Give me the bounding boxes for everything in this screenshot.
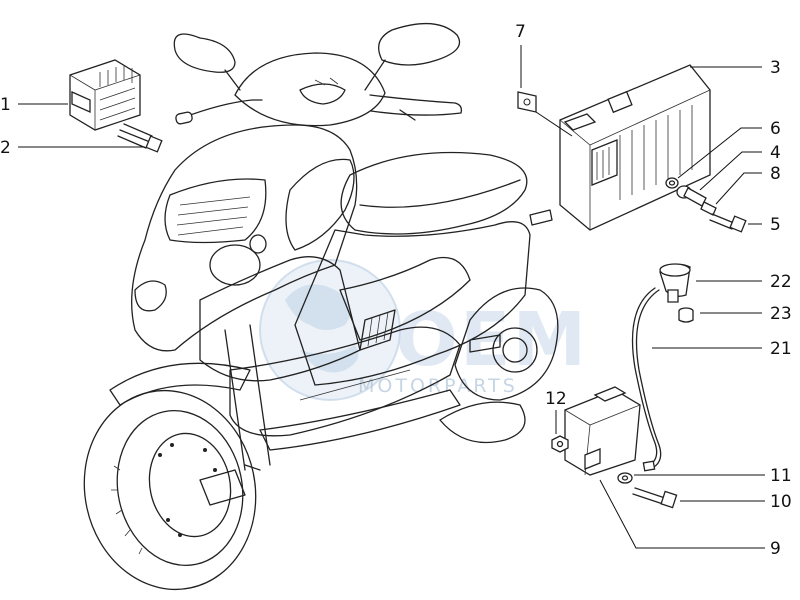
left-handlebar (181, 99, 263, 119)
front-fairing (131, 124, 358, 352)
callout-8: 8 (770, 164, 781, 184)
callout-11: 11 (770, 466, 792, 486)
left-mirror (173, 33, 236, 73)
callout-10: 10 (770, 492, 792, 512)
watermark-logo-text: OEM (395, 297, 588, 383)
part-washer-6 (665, 177, 679, 189)
headlight-left (209, 244, 261, 286)
callout-7: 7 (515, 22, 526, 42)
watermark-tagline: MOTORPARTS (358, 375, 518, 397)
part-ht-coil-9 (564, 386, 641, 476)
part-bolt-5 (709, 213, 747, 233)
part-nut-12 (551, 435, 569, 453)
callout-6: 6 (770, 119, 781, 139)
front-fender (109, 362, 251, 406)
engine (454, 287, 559, 401)
callout-1: 1 (0, 95, 11, 115)
rear-wheel (439, 401, 526, 444)
part-bolt-2 (117, 123, 163, 153)
callout-3: 3 (770, 58, 781, 78)
right-handlebar (369, 94, 463, 116)
callout-9: 9 (770, 539, 781, 559)
front-vent (164, 178, 267, 244)
part-voltage-regulator (69, 59, 141, 131)
callout-labels: 1 2 3 4 5 6 7 8 9 10 11 12 21 22 23 (0, 22, 792, 559)
side-panel (294, 221, 531, 386)
leader-lines (18, 45, 765, 549)
headset (234, 52, 386, 127)
scooter-illustration (83, 22, 559, 591)
part-clip-7 (517, 91, 537, 113)
brake-caliper (199, 469, 246, 506)
watermark-logo: OEM MOTORPARTS (259, 259, 588, 401)
callout-4: 4 (770, 143, 781, 163)
seat (340, 151, 528, 235)
callout-22: 22 (770, 272, 792, 292)
brake-disc (148, 432, 232, 538)
part-bushing-8 (700, 201, 717, 216)
callout-12: 12 (545, 389, 567, 409)
right-mirror (378, 22, 461, 66)
part-spark-plug-cap-22 (659, 263, 691, 303)
part-screw-10 (632, 487, 678, 509)
part-washer-11 (617, 472, 633, 484)
callout-23: 23 (770, 304, 792, 324)
part-ht-cable-21 (631, 287, 662, 472)
callout-5: 5 (770, 215, 781, 235)
part-control-unit-3 (559, 64, 711, 231)
callout-21: 21 (770, 339, 792, 359)
front-fork (224, 324, 271, 471)
callout-2: 2 (0, 138, 11, 158)
part-cap-23 (678, 307, 694, 323)
